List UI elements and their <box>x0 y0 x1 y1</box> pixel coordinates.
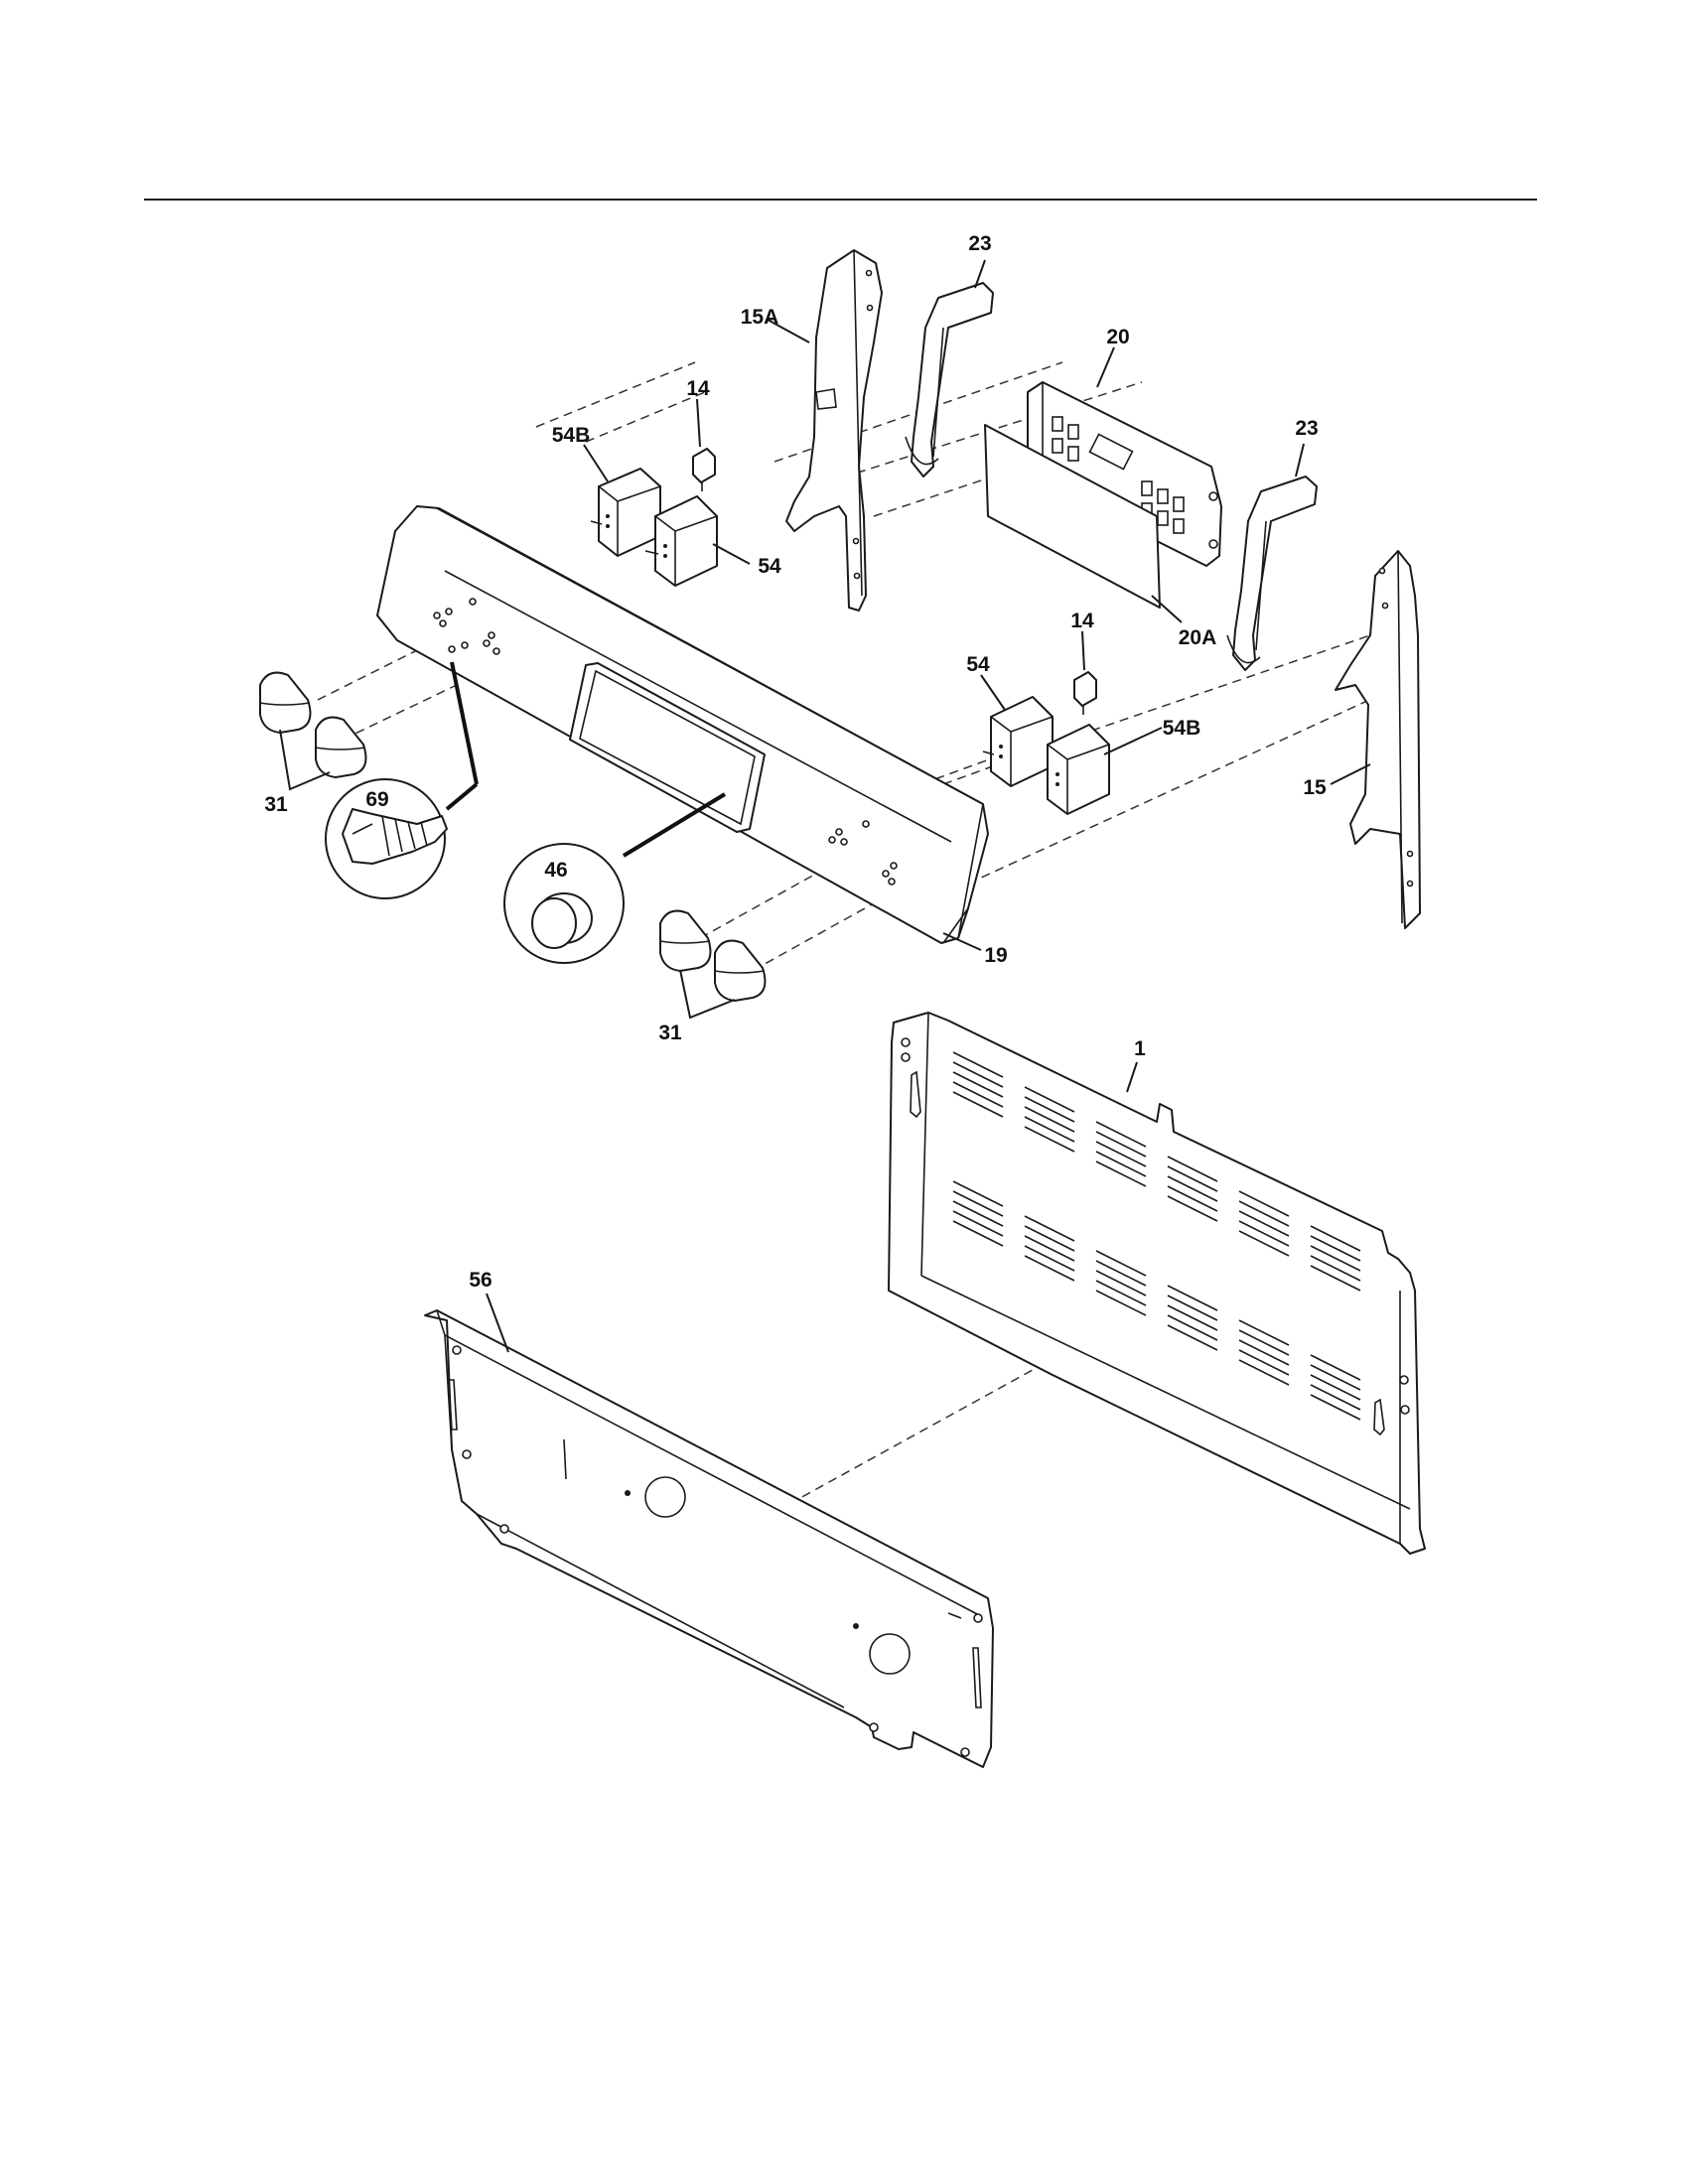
callout-14-upper: 14 <box>686 377 710 400</box>
callouts: 23 15A 20 14 54B 54 23 20A 14 54 54B 15 … <box>264 232 1327 1292</box>
part-20a-overlay <box>984 424 1161 609</box>
callout-46: 46 <box>544 859 567 882</box>
part-31-knob-left-1 <box>259 671 312 734</box>
leader-lines <box>279 259 1371 1353</box>
callout-23-right: 23 <box>1295 417 1318 440</box>
callout-54b-lower: 54B <box>1163 717 1201 740</box>
part-31-knob-right-2 <box>714 939 767 1002</box>
part-1-back-panel <box>888 1012 1426 1555</box>
callout-56: 56 <box>469 1269 492 1292</box>
callout-20a: 20A <box>1179 626 1217 649</box>
callout-20: 20 <box>1106 326 1129 348</box>
part-31-knob-left-2 <box>315 716 367 778</box>
callout-69: 69 <box>365 788 388 811</box>
callout-54-lower: 54 <box>966 653 990 676</box>
callout-31-left: 31 <box>264 793 288 816</box>
detail-69-screw <box>325 661 479 899</box>
part-14-indicator-lower <box>1073 671 1097 715</box>
part-56-lower-panel <box>424 1309 994 1768</box>
part-54-switch-lower <box>982 696 1054 787</box>
part-15a-end-bracket <box>785 249 883 612</box>
part-54-switch-upper <box>644 495 718 587</box>
part-14-indicator-upper <box>692 448 716 491</box>
callout-15: 15 <box>1303 776 1327 799</box>
part-15-end-bracket <box>1335 550 1421 929</box>
callout-15a: 15A <box>741 306 779 329</box>
callout-31-right: 31 <box>658 1022 682 1044</box>
part-31-knob-right-1 <box>659 909 712 972</box>
callout-14-lower: 14 <box>1070 610 1094 632</box>
detail-46-button <box>503 792 727 964</box>
part-23-end-trim-right <box>1226 476 1318 671</box>
callout-54-upper: 54 <box>758 555 781 578</box>
callout-19: 19 <box>984 944 1007 967</box>
part-54b-switch-lower <box>1047 724 1110 815</box>
part-23-end-trim-left <box>905 282 994 478</box>
callout-23-left: 23 <box>968 232 991 255</box>
part-54b-switch-upper <box>590 468 661 557</box>
part-19-control-panel <box>376 505 989 944</box>
callout-1: 1 <box>1134 1037 1146 1060</box>
callout-54b-upper: 54B <box>552 424 591 447</box>
